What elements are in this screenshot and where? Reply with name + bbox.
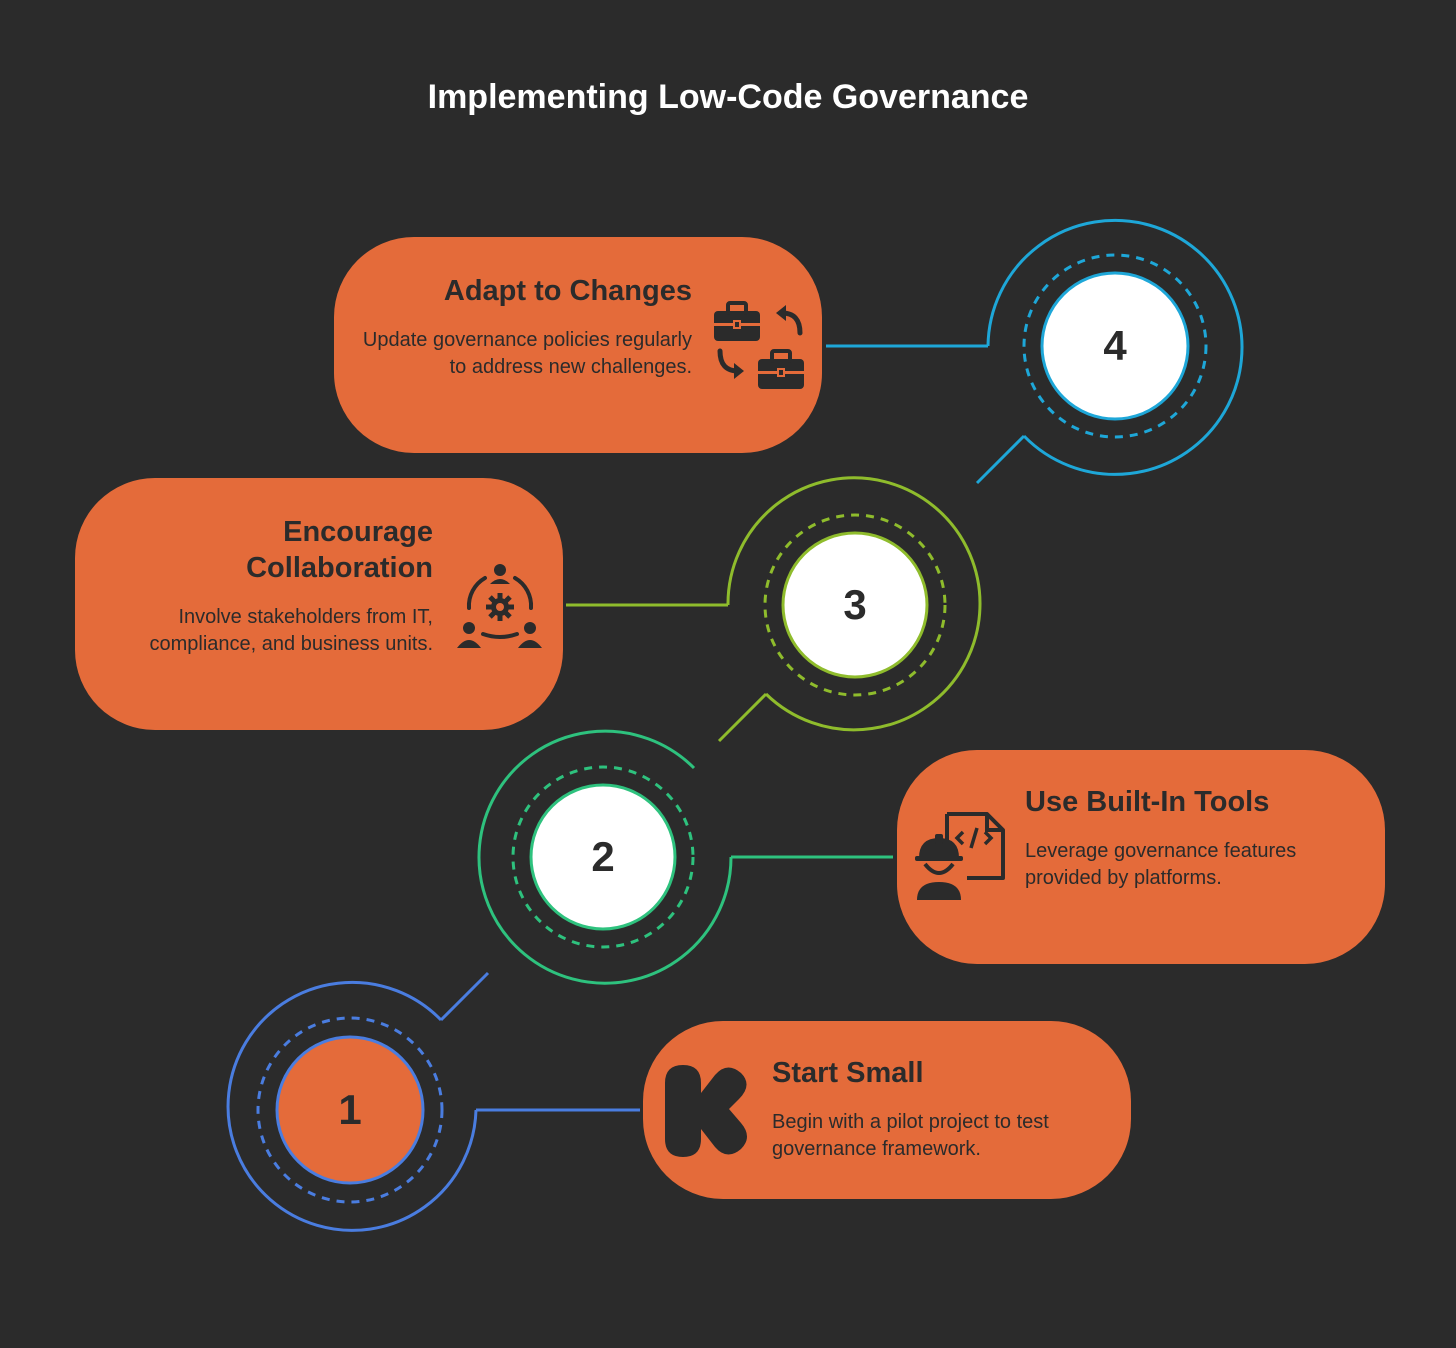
step-2-card: Use Built-In Tools Leverage governance f… bbox=[897, 750, 1385, 964]
step-3-ring bbox=[566, 476, 982, 743]
step-1-heading: Start Small bbox=[772, 1057, 924, 1089]
step-3-description: Involve stakeholders from IT, compliance… bbox=[149, 606, 434, 655]
step-3-heading: Encourage Collaboration bbox=[246, 516, 433, 584]
step-4-heading: Adapt to Changes bbox=[443, 275, 692, 307]
step-2-description: Leverage governance features provided by… bbox=[1025, 840, 1297, 889]
step-1-description: Begin with a pilot project to test gover… bbox=[772, 1111, 1049, 1160]
step-4-card: Adapt to Changes Update governance polic… bbox=[334, 237, 822, 453]
step-4-description: Update governance policies regularly to … bbox=[362, 329, 692, 378]
step-2-heading: Use Built-In Tools bbox=[1025, 786, 1270, 818]
team-collaboration-icon bbox=[457, 564, 542, 648]
developer-code-icon bbox=[915, 812, 1005, 900]
step-2-number: 2 bbox=[591, 833, 615, 880]
step-4-ring bbox=[826, 218, 1244, 485]
kickstarter-k-icon bbox=[665, 1065, 747, 1157]
step-1-ring bbox=[226, 971, 640, 1232]
step-1-number: 1 bbox=[338, 1086, 362, 1133]
step-1-card: Start Small Begin with a pilot project t… bbox=[643, 1021, 1131, 1199]
toolbox-swap-icon bbox=[714, 301, 804, 389]
step-3-number: 3 bbox=[843, 581, 867, 628]
page-title: Implementing Low-Code Governance bbox=[427, 78, 1029, 116]
step-2-ring bbox=[477, 729, 893, 985]
step-4-number: 4 bbox=[1103, 322, 1127, 369]
step-3-card: Encourage Collaboration Involve stakehol… bbox=[75, 478, 563, 730]
